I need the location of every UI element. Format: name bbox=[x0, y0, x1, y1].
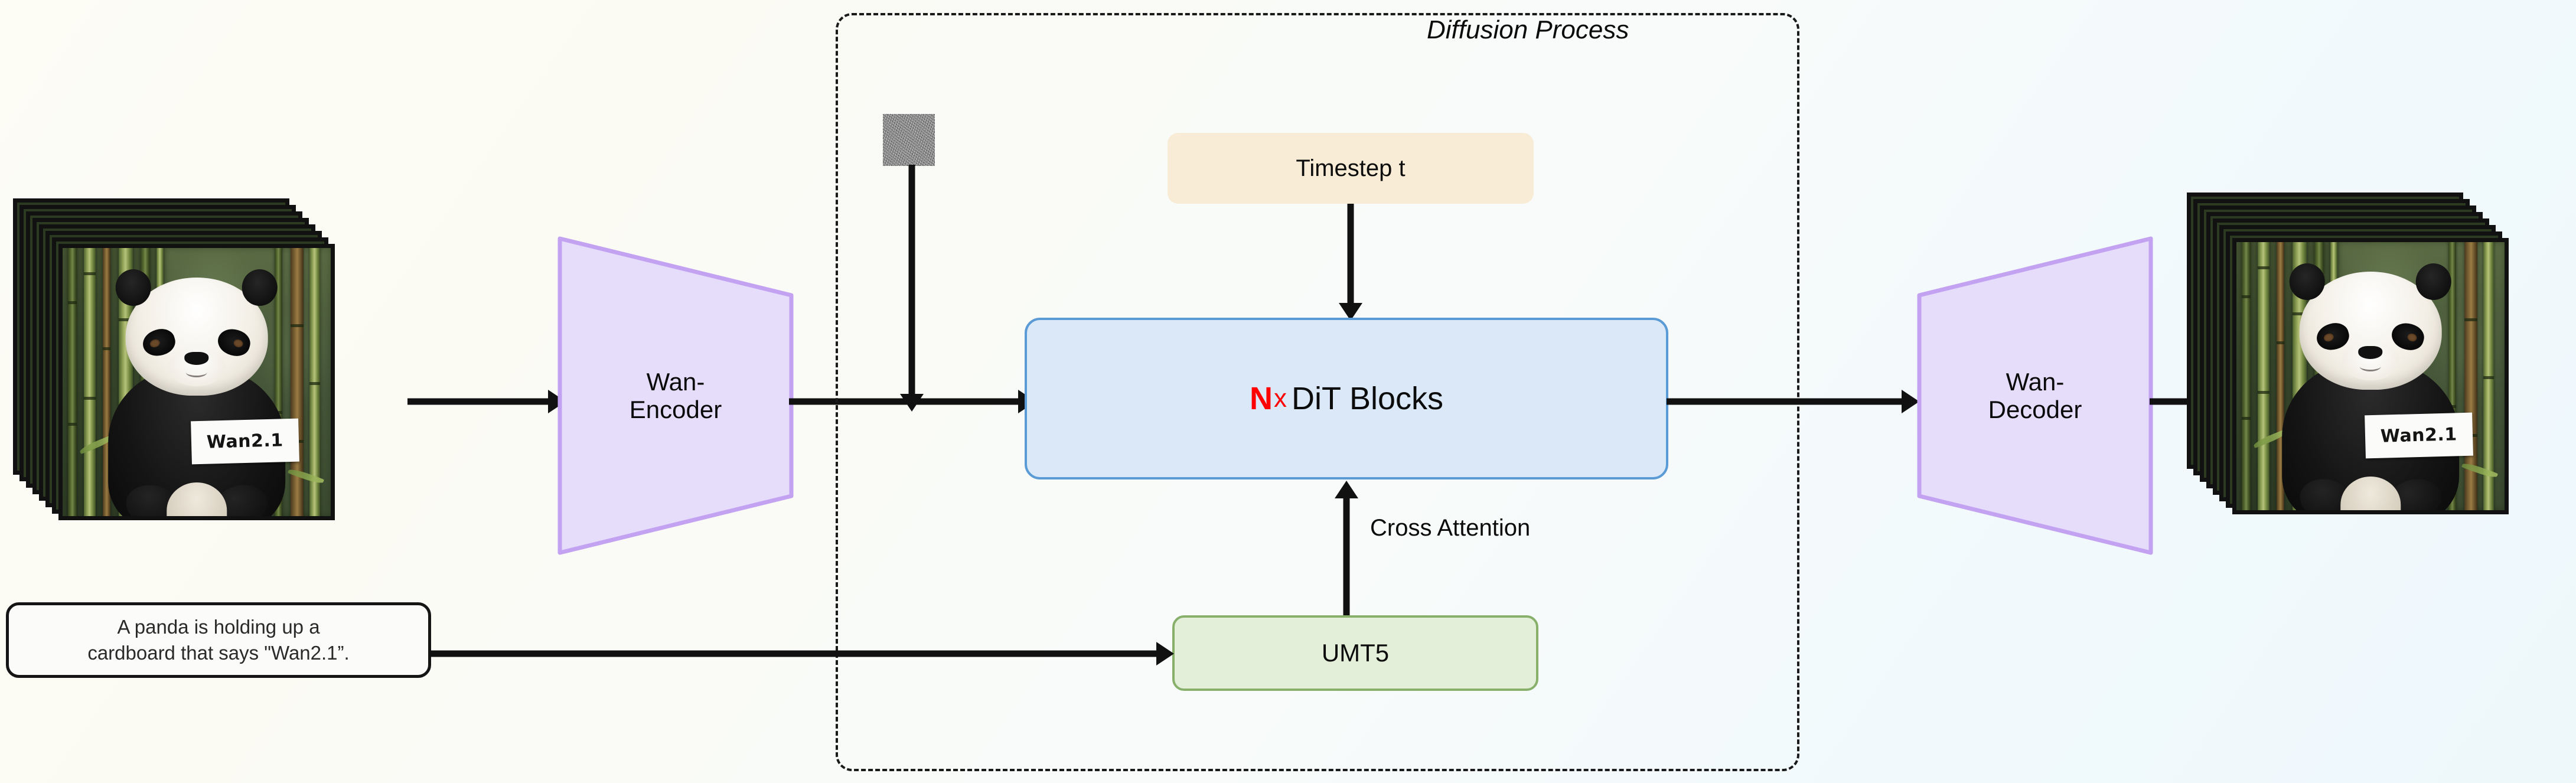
panda-image: Wan2.1 bbox=[63, 248, 331, 516]
gaussian-noise-latent bbox=[883, 114, 935, 166]
sign-text: Wan2.1 bbox=[206, 429, 284, 453]
prompt-box[interactable]: A panda is holding up a cardboard that s… bbox=[6, 602, 431, 678]
wan-decoder[interactable]: Wan- Decoder bbox=[1917, 236, 2153, 555]
arrow-noise-to-flow bbox=[900, 165, 924, 412]
timestep-box[interactable]: Timestep t bbox=[1168, 133, 1534, 204]
arrow-timestep-to-dit bbox=[1339, 204, 1362, 321]
arrow-umt5-to-dit bbox=[1335, 481, 1358, 616]
dit-blocks-box[interactable]: N x DiT Blocks bbox=[1025, 318, 1668, 479]
wan-encoder[interactable]: Wan- Encoder bbox=[557, 236, 794, 555]
umt5-label: UMT5 bbox=[1321, 639, 1390, 667]
sign-text: Wan2.1 bbox=[2380, 423, 2458, 447]
cross-attention-label: Cross Attention bbox=[1370, 515, 1531, 541]
dit-repeat-count: N bbox=[1249, 381, 1273, 416]
panda-image: Wan2.1 bbox=[2236, 242, 2505, 510]
arrow-dit-to-decoder bbox=[1667, 390, 1919, 413]
diffusion-process-title: Diffusion Process bbox=[1427, 15, 1629, 44]
input-video-frames: Wan2.1 bbox=[13, 198, 335, 520]
output-video-frames: Wan2.1 bbox=[2187, 193, 2509, 514]
dit-blocks-label: DiT Blocks bbox=[1291, 381, 1444, 416]
umt5-box[interactable]: UMT5 bbox=[1172, 615, 1538, 691]
prompt-line2: cardboard that says "Wan2.1”. bbox=[87, 642, 350, 664]
arrow-prompt-to-umt5 bbox=[430, 642, 1174, 665]
frame-layer-top: Wan2.1 bbox=[2232, 238, 2509, 514]
frame-layer-top: Wan2.1 bbox=[58, 244, 335, 520]
cardboard-sign: Wan2.1 bbox=[2364, 412, 2473, 458]
timestep-label: Timestep t bbox=[1296, 155, 1406, 181]
prompt-line1: A panda is holding up a bbox=[117, 616, 320, 638]
cardboard-sign: Wan2.1 bbox=[190, 418, 299, 464]
arrow-frames-to-encoder bbox=[407, 390, 566, 413]
dit-multiply-symbol: x bbox=[1273, 384, 1287, 413]
